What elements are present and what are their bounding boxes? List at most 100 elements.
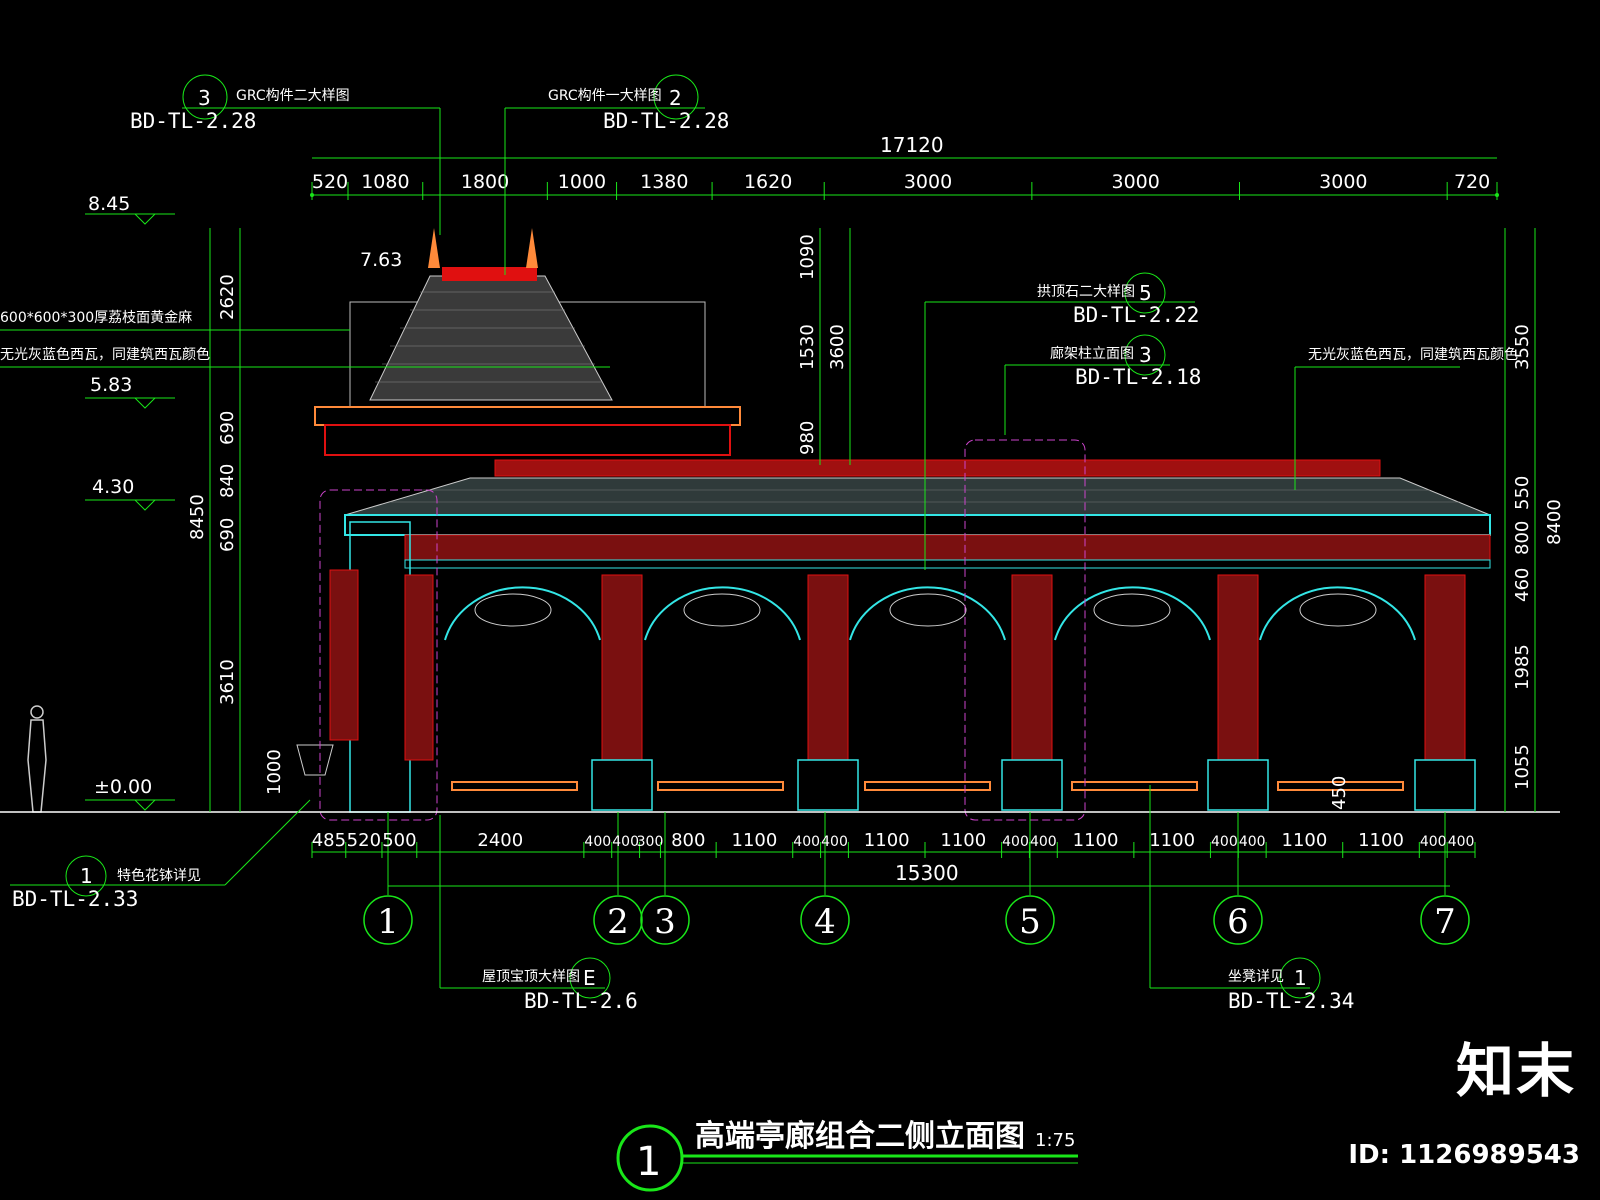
mid-dim: 1530 — [797, 324, 818, 370]
elevation-marks: 8.45 7.63 5.83 4.30 ±0.00 — [88, 193, 402, 798]
top-dim: 3000 — [1112, 171, 1160, 193]
top-dim: 3000 — [904, 171, 952, 193]
callout-circle — [65, 855, 107, 897]
callout-ref: BD-TL-2.28 — [603, 109, 729, 133]
callout-desc: 坐凳详见 — [1228, 969, 1284, 985]
overall-top-dimension: 17120 — [880, 133, 944, 157]
pavilion-roof — [369, 275, 613, 401]
top-dim: 1800 — [461, 171, 509, 193]
axis-label: 3 — [654, 902, 676, 942]
title-circle — [616, 1124, 684, 1192]
axis-bubble — [640, 895, 690, 945]
bottom-dim: 400 — [1211, 834, 1238, 850]
bottom-dim: 400 — [1239, 834, 1266, 850]
callout-desc: GRC构件一大样图 — [548, 88, 662, 104]
brand-logo: 知末 — [1455, 1037, 1576, 1105]
callout-desc: 廊架柱立面图 — [1050, 345, 1134, 362]
elevation-label: 4.30 — [92, 476, 134, 498]
corridor-roof — [344, 477, 1491, 516]
material-note: 无光灰蓝色西瓦，同建筑西瓦颜色 — [1308, 346, 1518, 363]
top-dim: 1380 — [640, 171, 688, 193]
left-dim: 690 — [217, 411, 238, 445]
bottom-dim: 400 — [793, 834, 820, 850]
pavilion-elevation — [0, 228, 1560, 821]
detail-box-2 — [964, 439, 1086, 821]
left-dimensions: 2620 690 840 690 3610 1000 8450 — [187, 274, 285, 795]
bottom-dim: 400 — [821, 834, 848, 850]
bottom-dim: 400 — [1448, 834, 1475, 850]
callout-circle — [1124, 334, 1166, 376]
callout-circle — [653, 74, 699, 120]
bottom-dim: 300 — [637, 834, 664, 850]
mid-dim: 1090 — [797, 234, 818, 280]
bottom-dim: 800 — [671, 830, 705, 851]
elevation-label: 8.45 — [88, 193, 130, 215]
bottom-dim: 400 — [1420, 834, 1447, 850]
right-dim: 8400 — [1544, 499, 1565, 545]
pavilion-cornice — [314, 406, 741, 426]
callout-number: 1 — [80, 864, 93, 888]
axis-label: 5 — [1019, 902, 1041, 942]
axis-bubble — [1420, 895, 1470, 945]
left-dim: 2620 — [217, 274, 238, 320]
tower-pier — [349, 521, 411, 813]
bottom-dim: 400 — [1002, 834, 1029, 850]
elevation-label: 5.83 — [90, 374, 132, 396]
axis-label: 7 — [1434, 902, 1456, 942]
architrave — [404, 559, 1491, 569]
axis-bubble — [363, 895, 413, 945]
material-notes: 600*600*300厚荔枝面黄金麻 无光灰蓝色西瓦，同建筑西瓦颜色 无光灰蓝色… — [0, 309, 1518, 363]
left-dim: 3610 — [217, 659, 238, 705]
bottom-dim: 1100 — [1358, 830, 1404, 851]
callout-number: E — [583, 966, 596, 990]
image-id: ID: 1126989543 — [1348, 1140, 1580, 1170]
right-dim: 800 — [1512, 521, 1533, 555]
callout-ref: BD-TL-2.18 — [1075, 365, 1201, 389]
bottom-dim: 400 — [612, 834, 639, 850]
bottom-dim: 1100 — [1282, 830, 1328, 851]
callout-circle — [182, 74, 228, 120]
benches — [451, 781, 1404, 791]
frieze-band — [404, 534, 1491, 561]
human-figure — [27, 705, 47, 813]
callout-desc: 特色花钵详见 — [117, 867, 201, 884]
callout-desc: GRC构件二大样图 — [236, 88, 350, 104]
callout-number: 2 — [669, 86, 682, 110]
callout-circle — [1124, 272, 1166, 314]
axis-bubble — [800, 895, 850, 945]
tower-column — [329, 569, 359, 741]
callout-ref: BD-TL-2.28 — [130, 109, 256, 133]
bottom-dim: 485 — [312, 830, 346, 851]
right-dim: 3550 — [1512, 324, 1533, 370]
dimension-lines — [209, 157, 1536, 895]
callouts: 3 GRC构件二大样图 BD-TL-2.28 2 GRC构件一大样图 BD-TL… — [12, 74, 1354, 1013]
callout-ref: BD-TL-2.22 — [1073, 303, 1199, 327]
chandeliers — [474, 593, 1377, 627]
elevation-label: 7.63 — [360, 249, 402, 271]
top-dim: 3000 — [1319, 171, 1367, 193]
roof-tiles — [375, 291, 603, 383]
left-dim: 690 — [217, 518, 238, 552]
top-dim: 1000 — [558, 171, 606, 193]
top-dim: 520 — [312, 171, 348, 193]
bottom-dim: 1100 — [732, 830, 778, 851]
callout-number: 5 — [1139, 281, 1152, 305]
right-dim: 1985 — [1512, 644, 1533, 690]
axis-bubble — [1005, 895, 1055, 945]
top-dim: 1620 — [744, 171, 792, 193]
axis-bubble — [1213, 895, 1263, 945]
top-dim: 720 — [1454, 171, 1490, 193]
bottom-dim: 400 — [1030, 834, 1057, 850]
ridge-ornament — [442, 267, 537, 281]
callout-number: 1 — [1294, 966, 1307, 990]
bottom-dim: 1100 — [940, 830, 986, 851]
cornice-band — [344, 514, 1491, 536]
axis-label: 6 — [1227, 902, 1249, 942]
right-dim: 460 — [1512, 568, 1533, 602]
overall-bottom-dimension: 15300 — [895, 861, 959, 885]
left-dim: 840 — [217, 464, 238, 498]
right-dimensions: 3550 550 800 460 1985 1055 8400 450 — [1329, 324, 1565, 810]
